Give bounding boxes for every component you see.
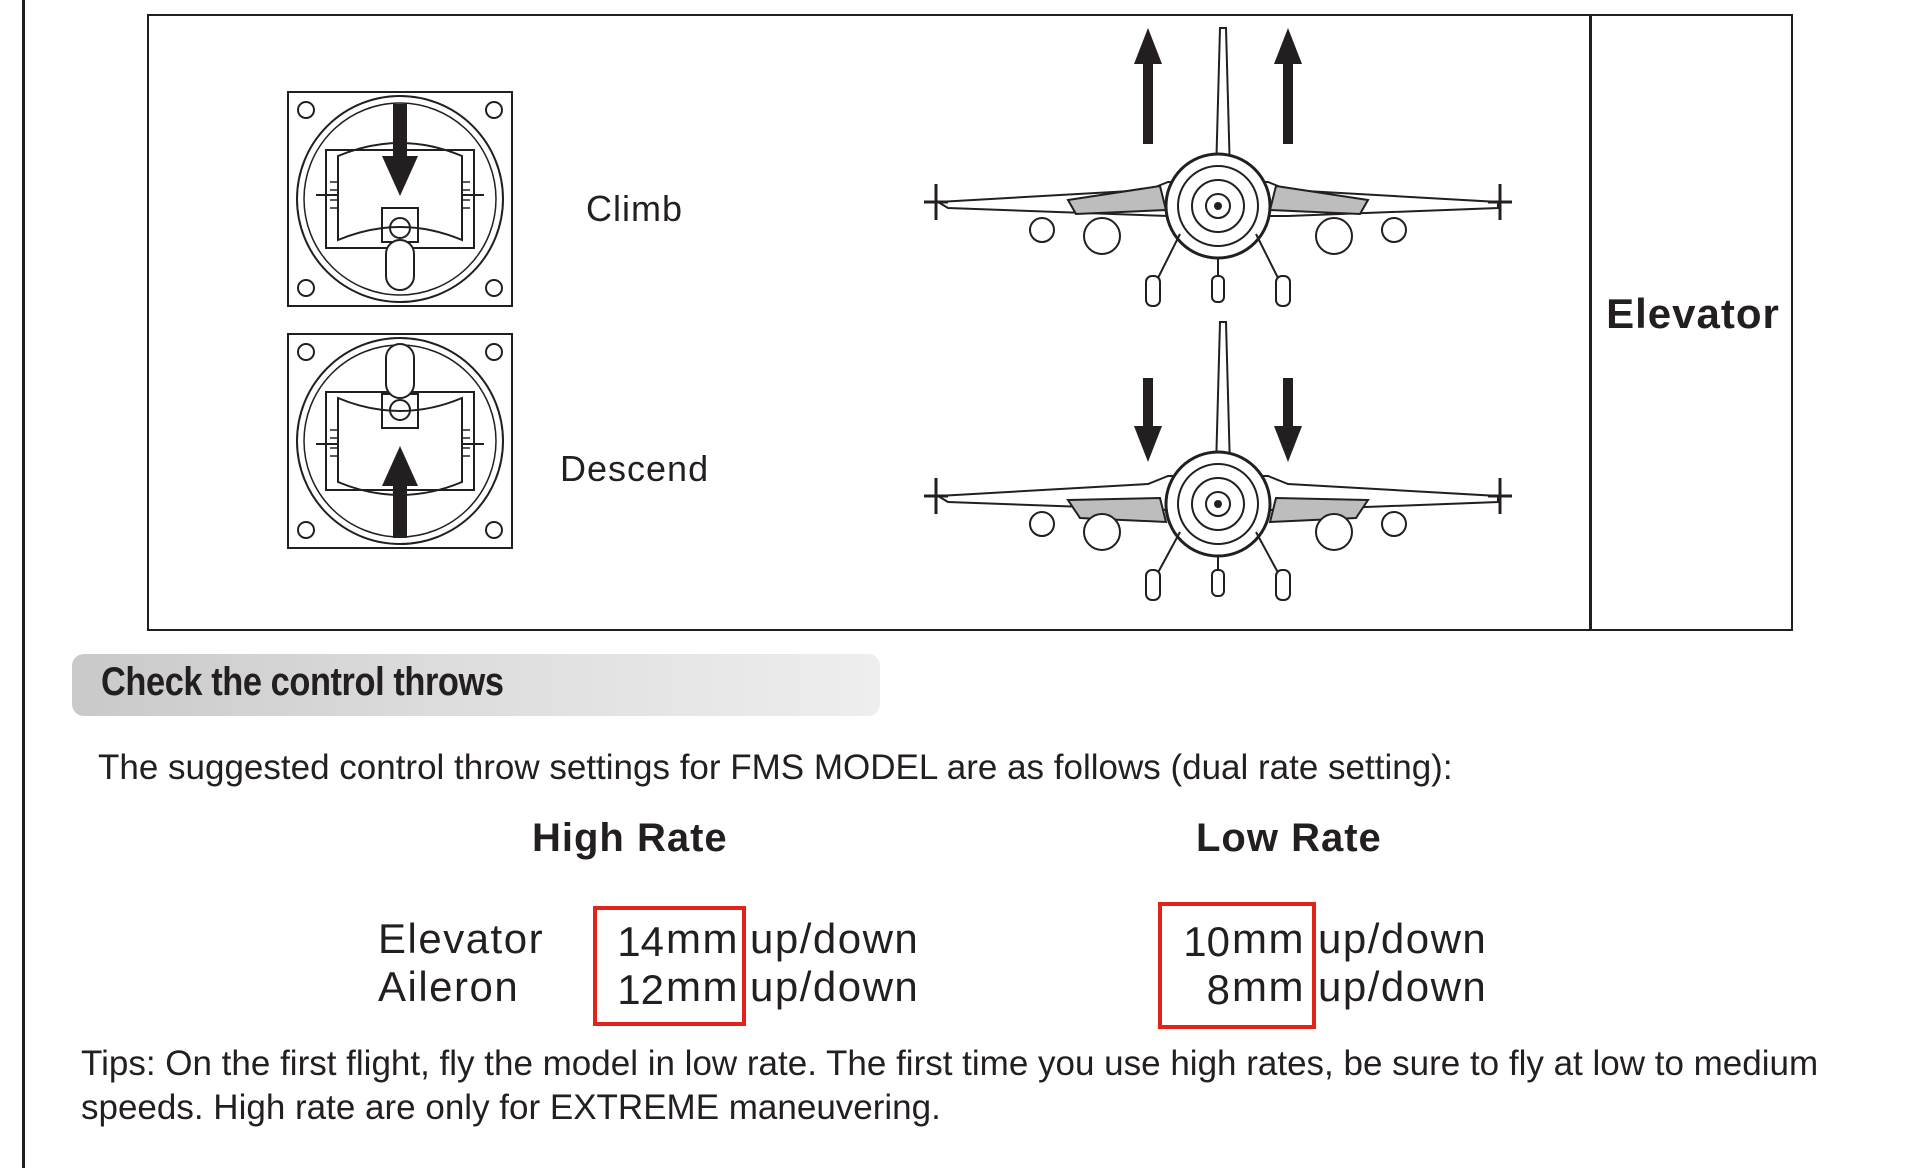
diagram-divider bbox=[1589, 14, 1592, 631]
low-rate-value-elevator: 10 bbox=[1183, 918, 1230, 965]
surface-label-aileron: Aileron bbox=[378, 963, 520, 1010]
low-rate-highlight-box bbox=[1158, 902, 1316, 1029]
low-rate-value-aileron: 8 bbox=[1206, 966, 1230, 1013]
intro-text: The suggested control throw settings for… bbox=[98, 748, 1453, 787]
direction-label: up/down bbox=[750, 915, 920, 962]
unit-label: mm bbox=[1232, 963, 1305, 1010]
climb-label: Climb bbox=[586, 188, 684, 229]
unit-label: mm bbox=[666, 915, 739, 962]
high-rate-header: High Rate bbox=[532, 816, 728, 860]
low-rate-header: Low Rate bbox=[1196, 816, 1382, 860]
unit-label: mm bbox=[1232, 915, 1305, 962]
high-rate-value-elevator: 14 bbox=[617, 918, 664, 965]
direction-label: up/down bbox=[750, 963, 920, 1010]
transmitter-stick-descend-icon bbox=[287, 333, 513, 549]
elevator-diagram-box bbox=[147, 14, 1793, 631]
direction-label: up/down bbox=[1318, 915, 1488, 962]
unit-label: mm bbox=[666, 963, 739, 1010]
elevator-side-label: Elevator bbox=[1606, 290, 1780, 337]
transmitter-stick-climb-icon bbox=[287, 91, 513, 307]
direction-label: up/down bbox=[1318, 963, 1488, 1010]
surface-label-elevator: Elevator bbox=[378, 915, 545, 962]
page-left-border bbox=[22, 0, 25, 1168]
high-rate-highlight-box bbox=[593, 906, 746, 1026]
high-rate-value-aileron: 12 bbox=[617, 966, 664, 1013]
jet-front-view-climb-icon bbox=[924, 27, 1512, 307]
tips-text: Tips: On the first flight, fly the model… bbox=[81, 1044, 1819, 1127]
descend-label: Descend bbox=[560, 448, 710, 489]
section-banner bbox=[72, 654, 880, 716]
jet-front-view-descend-icon bbox=[924, 321, 1512, 601]
section-title: Check the control throws bbox=[101, 660, 504, 704]
